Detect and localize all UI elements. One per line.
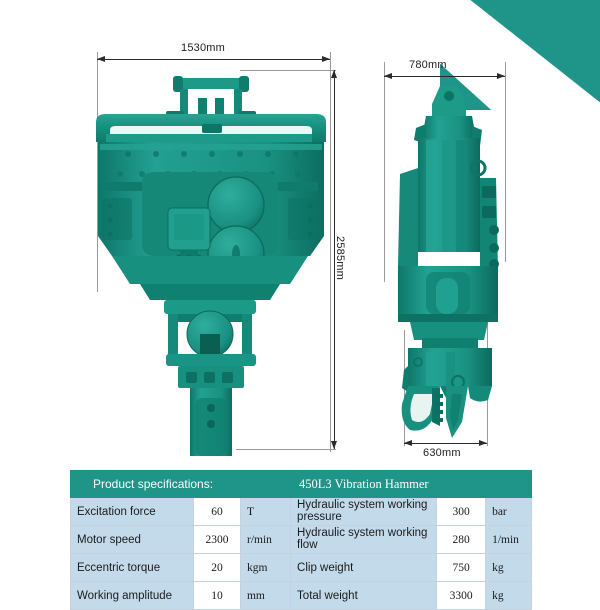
spec-header-model: 450L3 Vibration Hammer: [290, 470, 532, 498]
lifting-eye: [469, 159, 487, 177]
side-width-extension-left: [384, 62, 385, 282]
spec-unit-eccentric-torque: kgm: [239, 553, 292, 582]
spec-value-working-amplitude: 10: [193, 581, 241, 610]
front-width-dimension-line: [97, 56, 330, 62]
front-height-dimension-line: [331, 70, 337, 449]
spec-value-clip-weight: 750: [436, 553, 487, 582]
jaw-width-dimension-line: [404, 440, 487, 446]
side-view-svg: [398, 86, 499, 438]
spec-unit-hydraulic-flow: 1/min: [485, 525, 532, 554]
spec-unit-motor-speed: r/min: [239, 525, 292, 554]
spec-label-motor-speed: Motor speed: [69, 525, 195, 554]
table-row: Excitation force 60 T Hydraulic system w…: [69, 497, 532, 526]
spec-label-total-weight: Total weight: [290, 581, 438, 610]
spec-label-clip-weight: Clip weight: [290, 553, 438, 582]
front-view-drawing: [80, 68, 340, 458]
spec-unit-working-amplitude: mm: [239, 581, 292, 610]
spec-header-label: Product specifications:: [69, 470, 292, 498]
spec-label-excitation-force: Excitation force: [69, 497, 195, 526]
jaw-width-dimension-label: 630mm: [423, 447, 461, 459]
spec-unit-clip-weight: kg: [485, 553, 532, 582]
front-view-svg: [96, 76, 326, 456]
spec-label-working-amplitude: Working amplitude: [69, 581, 195, 610]
spec-value-excitation-force: 60: [193, 497, 241, 526]
front-width-extension-left: [97, 52, 98, 292]
spec-unit-hydraulic-pressure: bar: [485, 497, 532, 526]
front-width-dimension-label: 1530mm: [181, 42, 225, 54]
front-height-extension-bottom: [236, 449, 336, 450]
eccentric-disc-upper: [207, 176, 265, 234]
spec-unit-total-weight: kg: [485, 581, 532, 610]
side-view-drawing: [396, 82, 516, 442]
spec-value-hydraulic-flow: 280: [436, 525, 487, 554]
bolt-row-top: [125, 151, 299, 157]
spec-value-eccentric-torque: 20: [193, 553, 241, 582]
front-width-extension-right: [330, 52, 331, 452]
spec-value-total-weight: 3300: [436, 581, 487, 610]
side-width-dimension-line: [384, 73, 505, 79]
spec-value-motor-speed: 2300: [193, 525, 241, 554]
table-row: Eccentric torque 20 kgm Clip weight 750 …: [69, 553, 532, 582]
clamp-bracket: [164, 300, 256, 314]
product-specifications-table: Product specifications: 450L3 Vibration …: [69, 470, 532, 610]
front-height-extension-top: [240, 70, 336, 71]
spec-label-hydraulic-flow: Hydraulic system working flow: [290, 525, 438, 554]
jaw-teeth: [434, 394, 443, 422]
table-row: Working amplitude 10 mm Total weight 330…: [69, 581, 532, 610]
spec-table-header-row: Product specifications: 450L3 Vibration …: [69, 470, 532, 498]
side-width-extension-right: [505, 62, 506, 262]
table-row: Motor speed 2300 r/min Hydraulic system …: [69, 525, 532, 554]
lower-shoulder: [112, 256, 308, 284]
side-width-dimension-label: 780mm: [409, 59, 447, 71]
spec-unit-excitation-force: T: [239, 497, 292, 526]
left-bulge: [398, 168, 418, 272]
spec-value-hydraulic-pressure: 300: [436, 497, 487, 526]
spec-label-eccentric-torque: Eccentric torque: [69, 553, 195, 582]
spec-label-hydraulic-pressure: Hydraulic system working pressure: [290, 497, 438, 526]
